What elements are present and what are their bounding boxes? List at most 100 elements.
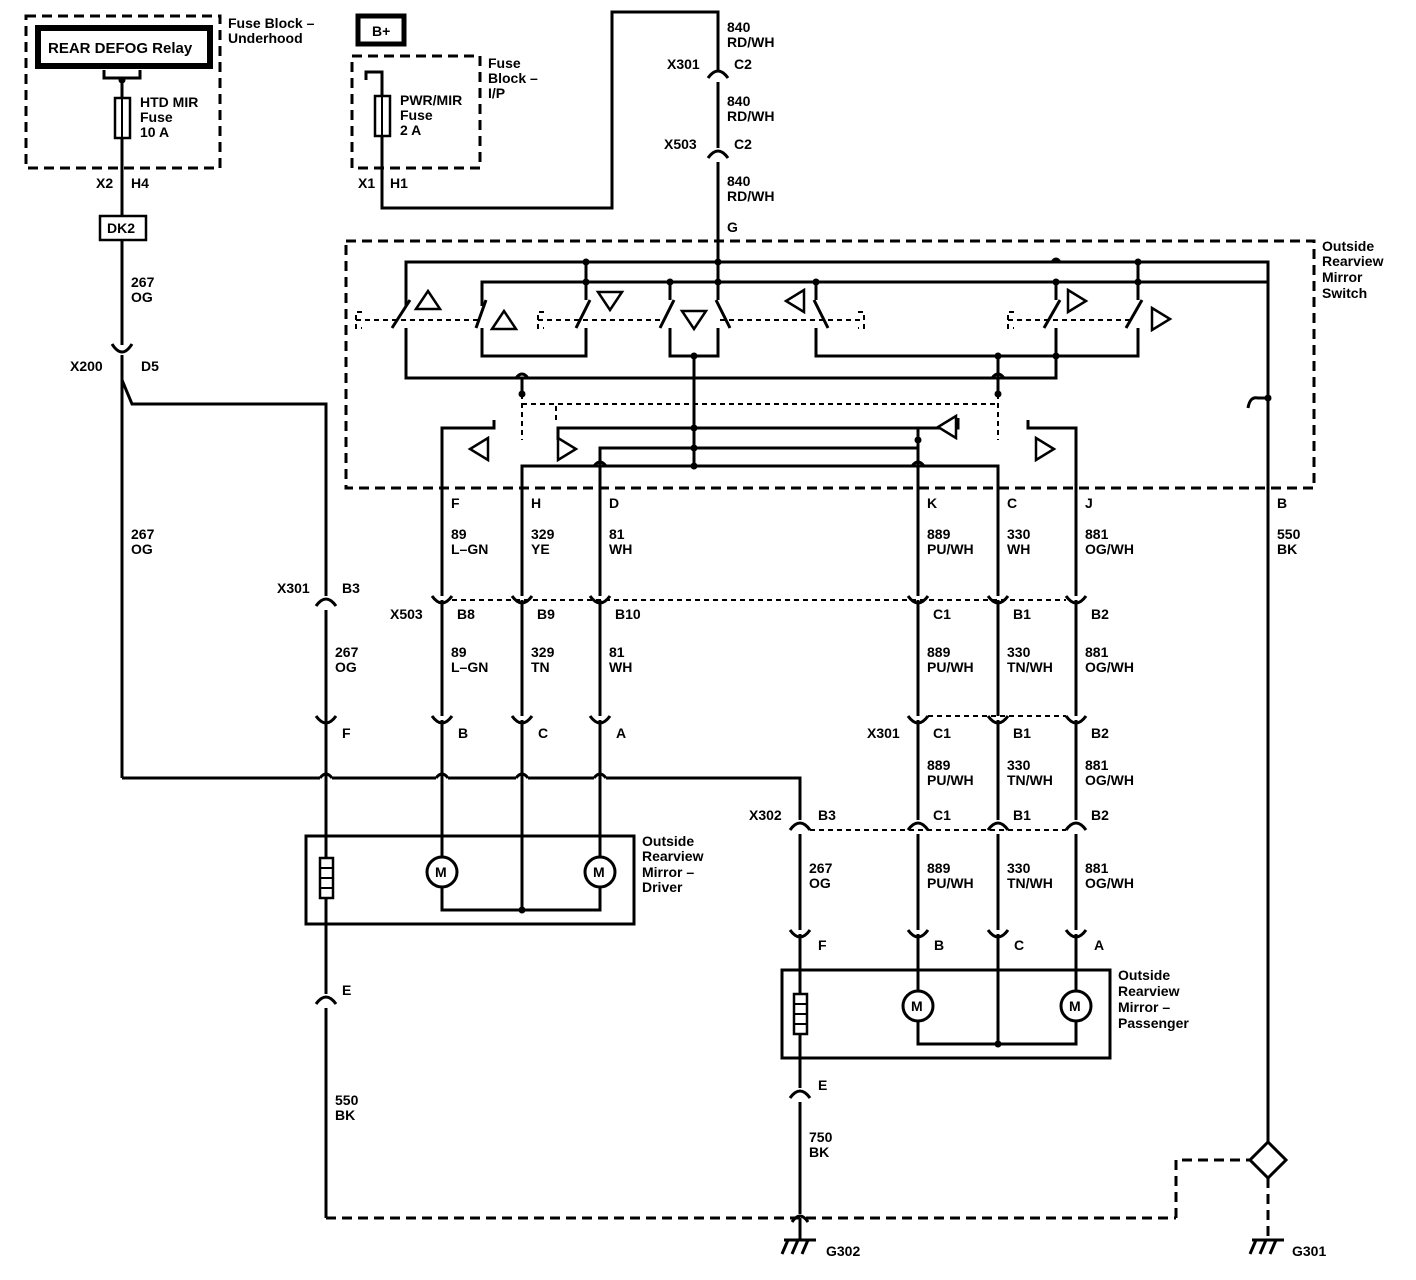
wire-tn-label: TN [531,659,550,675]
left-arrow-icon [783,287,806,315]
wire-840-label-3: 840 [727,173,751,189]
wire-330-label-2: 330 [1007,644,1031,660]
fuse-block-ip: Fuse Block – I/P [350,54,538,170]
wire-rdwh-label-3: RD/WH [727,188,774,204]
pin-a-label-driver: A [616,725,626,741]
pin-b8-label: B8 [457,606,475,622]
wire-889-label-4: 889 [927,860,951,876]
pin-c-label-driver: C [538,725,548,741]
wire-wh-label-3: WH [609,659,632,675]
wire-81-label-2: 81 [609,644,625,660]
wire-og-label-3: OG [335,659,357,675]
pin-b2-label-3: B2 [1091,807,1109,823]
pin-h1-label: H1 [390,175,408,191]
wire-81-label-1: 81 [609,526,625,542]
wire-881-label-1: 881 [1085,526,1109,542]
mirror-switch-label-2: Rearview [1322,253,1384,269]
connector-x301-label-b3: X301 [277,580,310,596]
mirror-passenger-label-3: Mirror – [1118,999,1170,1015]
ground-g302: G302 [326,1158,1252,1259]
wire-267-label-2: 267 [131,526,155,542]
wire-329-label-1: 329 [531,526,555,542]
wire-889-label-2: 889 [927,644,951,660]
wire-ogwh-label-3: OG/WH [1085,772,1134,788]
splice-dk2-label: DK2 [107,220,135,236]
pin-j-label-switch: J [1085,495,1093,511]
connector-x503-c2 [706,149,730,262]
wire-881-label-3: 881 [1085,757,1109,773]
wire-881-label-4: 881 [1085,860,1109,876]
motor-label-passenger-1: M [911,998,923,1014]
b-plus-label: B+ [372,23,390,39]
wire-puwh-label-1: PU/WH [927,541,974,557]
pin-c-label-switch: C [1007,495,1017,511]
pin-c1-label-1: C1 [933,606,951,622]
wire-puwh-label-3: PU/WH [927,772,974,788]
pwr-mir-fuse-label-1: PWR/MIR [400,92,462,108]
htd-mir-fuse-label-2: Fuse [140,109,173,125]
right-arrow-icon [1066,287,1089,315]
wire-840-label-1: 840 [727,19,751,35]
connector-x200-label: X200 [70,358,103,374]
wire-ogwh-label-4: OG/WH [1085,875,1134,891]
pin-b1-label-2: B1 [1013,725,1031,741]
down-arrow-icon [679,309,709,332]
wire-wh-label-1: WH [609,541,632,557]
pin-b-label-driver: B [458,725,468,741]
pin-h-label-switch: H [531,495,541,511]
connector-x301-label-c1: X301 [867,725,900,741]
pin-b1-label-3: B1 [1013,807,1031,823]
connector-x301-c2 [706,69,730,148]
mirror-switch-label-3: Mirror [1322,269,1363,285]
pin-d5-label: D5 [141,358,159,374]
wire-840-label-2: 840 [727,93,751,109]
wire-lgn-label-1: L–GN [451,541,488,557]
wire-550-label-driver: 550 [335,1092,359,1108]
rear-defog-relay-label: REAR DEFOG Relay [48,40,193,57]
mirror-driver-label-4: Driver [642,879,683,895]
pin-b3-label-2: B3 [818,807,836,823]
up-arrow-icon [489,308,519,331]
wire-267-label-1: 267 [131,274,155,290]
left-arrow-icon [467,435,490,463]
wire-bk-label-driver: BK [335,1107,355,1123]
rear-defog-relay: REAR DEFOG Relay [35,25,213,98]
connector-x503-label-top: X503 [664,136,697,152]
wire-330-label-3: 330 [1007,757,1031,773]
fuse-block-ip-label-2: Block – [488,70,538,86]
fuse-block-ip-label-1: Fuse [488,55,521,71]
right-arrow-icon [1150,305,1173,333]
pin-c1-label-3: C1 [933,807,951,823]
pin-b3-label-1: B3 [342,580,360,596]
pin-c1-label-2: C1 [933,725,951,741]
wire-330-label-1: 330 [1007,526,1031,542]
ground-g302-label: G302 [826,1243,860,1259]
motor-label-passenger-2: M [1069,998,1081,1014]
pin-f-label-passenger: F [818,937,827,953]
pin-b1-label-1: B1 [1013,606,1031,622]
wire-267-label-3: 267 [335,644,359,660]
left-arrow-icon [935,413,958,441]
pin-a-label-passenger: A [1094,937,1104,953]
mirror-switch-label-4: Switch [1322,285,1367,301]
pin-b-label-passenger: B [934,937,944,953]
pin-b-label-switch: B [1277,495,1287,511]
pin-f-label-switch: F [451,495,460,511]
wire-tnwh-label-1: TN/WH [1007,659,1053,675]
htd-mir-fuse: HTD MIR Fuse 10 A [113,94,198,140]
mirror-driver-label-2: Rearview [642,848,704,864]
htd-mir-fuse-label-3: 10 A [140,124,169,140]
up-arrow-icon [413,288,443,311]
pin-h4-label: H4 [131,175,149,191]
pwr-mir-fuse-label-3: 2 A [400,122,421,138]
connector-x301-label-top: X301 [667,56,700,72]
mirror-driver: Outside Rearview Mirror – Driver M M [304,833,704,926]
b-plus-terminal: B+ [355,13,407,47]
wire-89-label-2: 89 [451,644,467,660]
motor-label-driver-2: M [593,864,605,880]
connector-x2-label: X2 [96,175,113,191]
wire-750-label: 750 [809,1129,833,1145]
wire-tnwh-label-2: TN/WH [1007,772,1053,788]
wire-ogwh-label-1: OG/WH [1085,541,1134,557]
pin-b2-label-1: B2 [1091,606,1109,622]
